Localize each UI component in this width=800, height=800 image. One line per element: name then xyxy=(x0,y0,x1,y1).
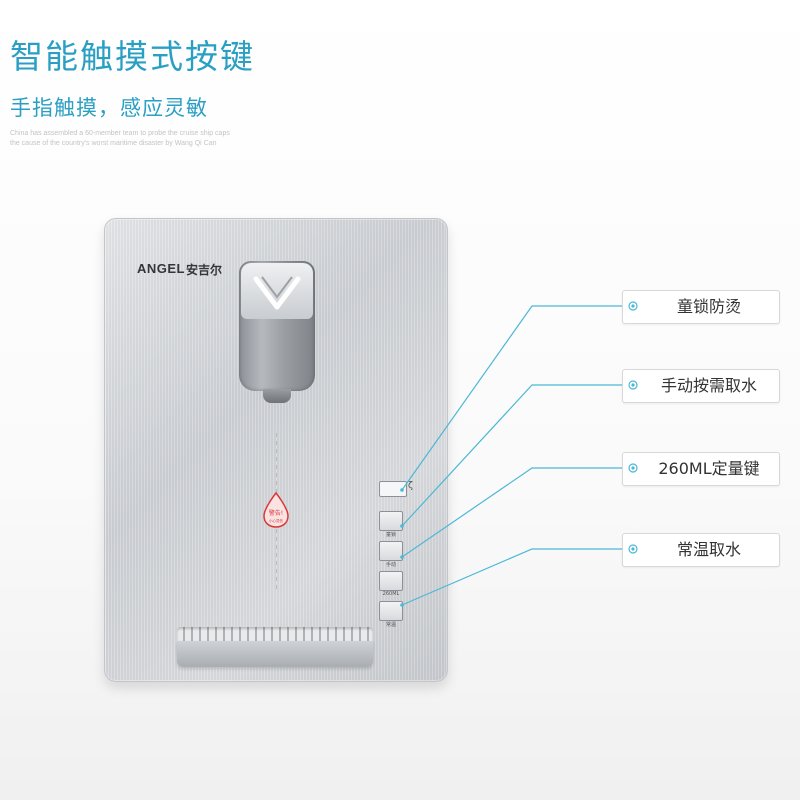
connector-line xyxy=(401,548,622,606)
drip-tray-grille xyxy=(177,627,373,641)
target-marker-icon xyxy=(628,544,638,554)
fineprint-line: the cause of the country's worst maritim… xyxy=(10,140,217,147)
connector-dot xyxy=(400,524,404,528)
room-temp-key[interactable] xyxy=(379,601,403,621)
target-marker-icon xyxy=(628,463,638,473)
fineprint-line: China has assembled a 60-member team to … xyxy=(10,130,230,137)
spout-chevron-icon xyxy=(253,276,301,310)
connector-line xyxy=(401,305,622,491)
drop-warning-text: 警告! xyxy=(269,509,283,517)
connector-dot xyxy=(400,488,404,492)
brand-logo-en: ANGEL xyxy=(137,261,185,276)
connector-dot xyxy=(400,603,404,607)
feature-callout-label: 童锁防烫 xyxy=(676,297,741,316)
connector-line xyxy=(401,384,622,527)
subheadline: 手指触摸，感应灵敏 xyxy=(10,96,208,120)
connector-line xyxy=(401,467,622,558)
fixed-volume-key-label: 260ML xyxy=(382,591,400,597)
fineprint: China has assembled a 60-member team to … xyxy=(10,129,310,149)
feature-callout-label: 常温取水 xyxy=(676,540,741,559)
manual-dispense-key[interactable] xyxy=(379,541,403,561)
target-marker-icon xyxy=(628,301,638,311)
drip-tray-front xyxy=(177,641,373,667)
display-indicator: ζ xyxy=(408,481,413,491)
feature-callout-label: 260ML定量键 xyxy=(658,459,760,478)
room-temp-key-label: 常温 xyxy=(385,622,396,628)
manual-dispense-key-label: 手动 xyxy=(385,562,396,568)
feature-callout-label: 手动按需取水 xyxy=(660,376,757,395)
feature-callout-room-temp: 常温取水 xyxy=(622,533,780,567)
feature-callout-child-lock: 童锁防烫 xyxy=(622,290,780,324)
hot-water-drop-icon: 警告! 小心烫伤 xyxy=(263,491,289,528)
fixed-volume-key[interactable] xyxy=(379,571,403,591)
status-display xyxy=(379,481,407,497)
connector-dot xyxy=(400,555,404,559)
drip-tray xyxy=(177,627,373,673)
headline: 智能触摸式按键 xyxy=(10,37,255,76)
spout-cap xyxy=(241,263,313,319)
water-dispenser: ANGEL 安吉尔 警告! 小心烫伤 ζ 童锁 手动 260ML 常温 xyxy=(104,218,448,682)
feature-callout-manual: 手动按需取水 xyxy=(622,369,780,403)
child-lock-key-label: 童锁 xyxy=(385,532,396,538)
child-lock-key[interactable] xyxy=(379,511,403,531)
nozzle xyxy=(263,389,291,403)
brand-logo-cn: 安吉尔 xyxy=(186,263,223,277)
drop-warning-sub: 小心烫伤 xyxy=(269,518,283,523)
feature-callout-fixed-volume: 260ML定量键 xyxy=(622,452,780,486)
target-marker-icon xyxy=(628,380,638,390)
